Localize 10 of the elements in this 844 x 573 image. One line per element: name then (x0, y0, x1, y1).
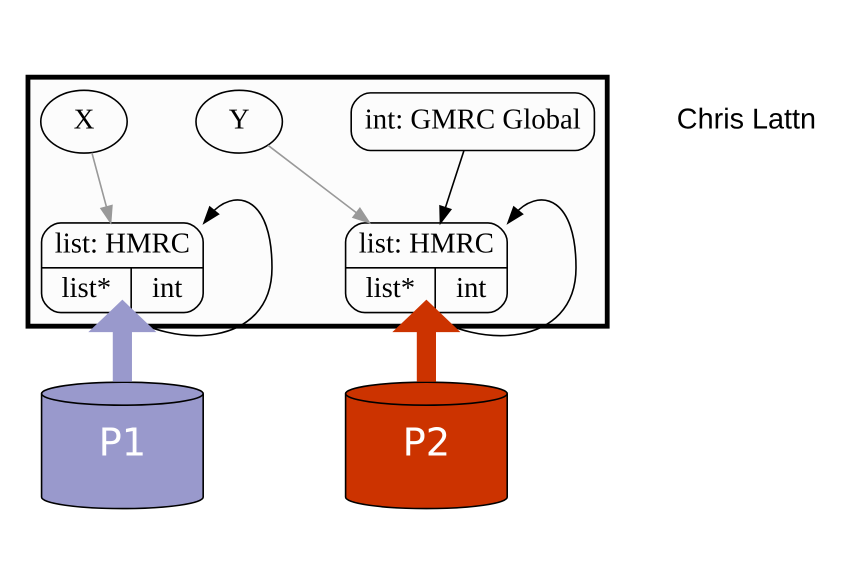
node-ellipse: X (40, 90, 128, 154)
arrow (88, 300, 156, 382)
node-ellipse: Y (195, 90, 284, 154)
arrow (439, 150, 465, 226)
cluster (26, 74, 610, 329)
node-box: int: GMRC Global (350, 92, 596, 152)
arrow (268, 144, 372, 224)
arrow (392, 300, 460, 382)
label: Chris Lattn (676, 104, 816, 136)
arrow (91, 152, 113, 225)
